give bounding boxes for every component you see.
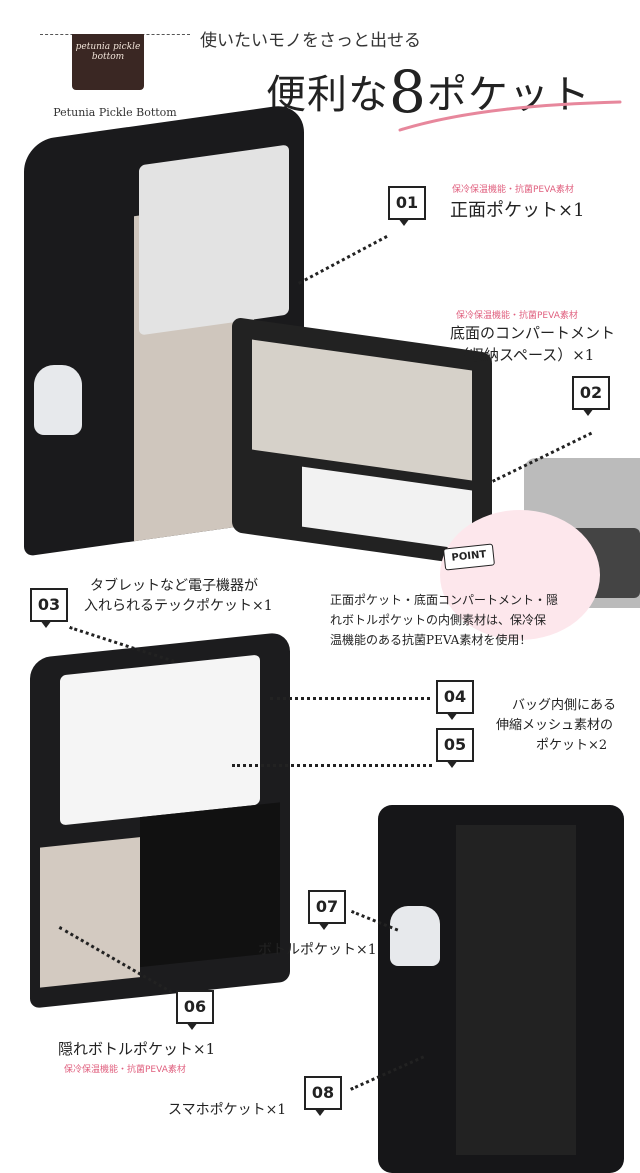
brand-logo: petunia pickle bottom xyxy=(72,34,144,90)
point-text-line2: れボトルポケットの内側素材は、保冷保 xyxy=(330,613,547,627)
pocket-badge-04: 04 xyxy=(432,676,474,720)
leader-line-05 xyxy=(232,764,432,767)
pocket-badge-03: 03 xyxy=(26,584,68,628)
mesh-lining xyxy=(60,654,260,826)
pocket-02-label-line1: 底面のコンパートメント xyxy=(450,324,616,342)
title-underline-swoosh xyxy=(398,100,622,132)
bag-lining xyxy=(139,144,289,336)
pocket-05-label-line2: 伸縮メッシュ素材の xyxy=(496,718,614,733)
pocket-03-label-line2: 入れられるテックポケット×1 xyxy=(84,598,273,614)
pocket-02-note: 保冷保温機能・抗菌PEVA素材 xyxy=(456,311,578,321)
pocket-03-label-line1: タブレットなど電子機器が xyxy=(90,578,258,594)
point-text-line1: 正面ポケット・底面コンパートメント・隠 xyxy=(330,593,559,607)
leader-line-01 xyxy=(298,235,388,285)
compartment-top xyxy=(252,339,472,481)
brand-name: Petunia Pickle Bottom xyxy=(53,106,177,119)
pocket-badge-01: 01 xyxy=(384,182,426,226)
backpack-front xyxy=(456,825,576,1155)
pocket-badge-07: 07 xyxy=(304,886,346,930)
pocket-01-note: 保冷保温機能・抗菌PEVA素材 xyxy=(452,185,574,195)
page-subtitle: 使いたいモノをさっと出せる xyxy=(200,31,421,51)
title-number: 8 xyxy=(389,58,427,126)
bottle-icon-2 xyxy=(390,906,440,966)
pocket-08-label: スマホポケット×1 xyxy=(168,1102,287,1118)
compartment-lining xyxy=(302,466,472,551)
pocket-badge-08: 08 xyxy=(300,1072,342,1116)
pocket-02-label-line2: （収納スペース）×1 xyxy=(454,346,595,364)
pocket-badge-06: 06 xyxy=(172,986,214,1030)
leader-line-04 xyxy=(270,697,430,700)
pocket-06-note: 保冷保温機能・抗菌PEVA素材 xyxy=(64,1065,186,1075)
bottom-compartment-photo xyxy=(232,316,492,569)
pocket-06-label: 隠れボトルポケット×1 xyxy=(58,1040,216,1058)
point-highlight-circle xyxy=(440,510,600,640)
pocket-badge-05: 05 xyxy=(432,724,474,768)
bottle-icon xyxy=(34,365,82,435)
mesh-pocket-bag-photo xyxy=(30,631,290,1009)
pocket-05-label-line3: ポケット×2 xyxy=(536,738,608,753)
pocket-badge-02: 02 xyxy=(568,372,610,416)
pocket-07-label: ボトルポケット×1 xyxy=(258,942,377,958)
point-text-line3: 温機能のある抗菌PEVA素材を使用！ xyxy=(330,633,532,647)
backpack-photo xyxy=(378,805,624,1173)
pocket-05-label-line1: バッグ内側にある xyxy=(512,698,617,713)
pocket-01-label: 正面ポケット×1 xyxy=(450,200,585,221)
